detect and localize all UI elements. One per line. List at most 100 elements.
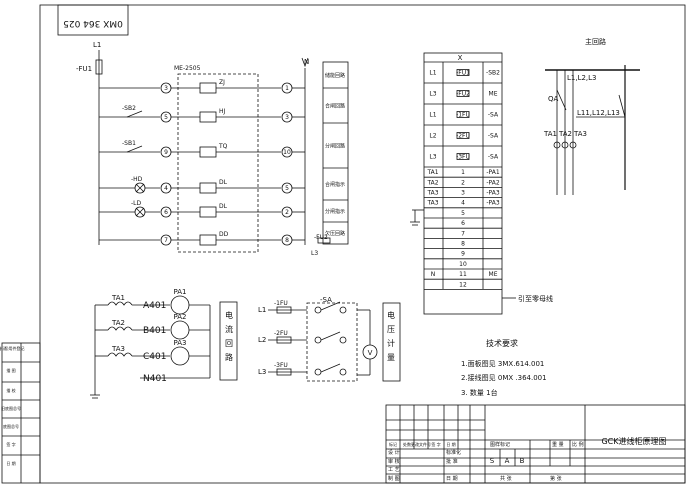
ammeter: [170, 295, 190, 315]
n401-label: N401: [143, 374, 167, 384]
ta-label: TA1: [111, 294, 125, 302]
tb-check: 审 核: [388, 458, 400, 465]
module-label: ME-2505: [174, 65, 201, 72]
pushbutton-label: -SB2: [122, 105, 136, 112]
title-block: GCK进线柜原理图 标记处数更改文件号签 字日 期 设 计 审 核 工 艺 制 …: [385, 404, 686, 484]
lamp-label: -HD: [131, 176, 143, 183]
terminal-mid: 4: [461, 200, 465, 207]
left-strip-label: 日 期: [6, 460, 15, 466]
terminal-row: 10: [424, 258, 502, 270]
current-side-char-char: 电: [225, 310, 233, 320]
main-ct-label: TA2: [558, 130, 572, 138]
terminal-right: -SA: [488, 133, 499, 140]
terminal-left: N: [431, 271, 436, 278]
ammeter-label: PA2: [173, 313, 186, 321]
current-wire-label: B401: [143, 326, 166, 336]
coil-box: [199, 82, 217, 94]
main-ct: TA1: [543, 130, 561, 149]
coil-box: [199, 206, 217, 218]
terminal-right: -SA: [488, 154, 499, 161]
function-label: 欠压回路: [325, 230, 345, 237]
tech-line-2: 2.接线图见 0MX .364.001: [461, 373, 547, 382]
function-label: 分闸指示: [325, 208, 345, 215]
lamp-label: -LD: [131, 200, 142, 207]
main-title: 主回路: [585, 37, 606, 46]
terminal-right: -SB2: [486, 70, 500, 77]
control-circuit: L1 -FU1 ME-2505 N 3ZJ15HJ39TQ104DL56DL27…: [76, 41, 349, 257]
main-ct: TA3: [569, 130, 587, 149]
ammeter-label: PA1: [173, 288, 186, 296]
tech-title: 技术要求: [486, 338, 518, 348]
coil-label: DL: [219, 203, 228, 210]
voltage-side-char-char: 电: [387, 310, 395, 320]
terminal-left: L3: [429, 91, 436, 98]
phase-label: L1: [258, 306, 266, 314]
node-right-label: 2: [285, 209, 289, 216]
fu2-label: -FU2: [314, 234, 328, 241]
node-right-label: 5: [285, 185, 289, 192]
node-left-label: 6: [164, 209, 168, 216]
current-side-char-char: 路: [225, 352, 233, 362]
terminal-fuse: [456, 111, 470, 118]
drawing-no-box: [57, 4, 129, 36]
terminal-row: 12: [424, 279, 502, 290]
function-label: 储能回路: [325, 72, 345, 79]
voltmeter-label: V: [368, 349, 373, 357]
terminal-mid: -FU1: [456, 70, 470, 77]
terminal-mid: 3: [461, 190, 465, 197]
revision-header: 更改文件号: [411, 441, 431, 447]
voltage-side-char-char: 压: [387, 325, 395, 334]
indicator-lamp: -HD: [131, 176, 146, 194]
voltage-fuse-label: -1FU: [274, 300, 288, 307]
tb-scale: 比 例: [572, 441, 584, 448]
fu1-fuse: [95, 59, 103, 75]
revision-header: 标记: [389, 441, 397, 447]
voltage-label-box: [382, 302, 401, 382]
node-right-label: 3: [285, 114, 289, 121]
indicator-lamp: -LD: [131, 200, 146, 218]
tb-weight: 重 量: [552, 441, 564, 448]
current-side-char-char: 回: [225, 339, 233, 348]
terminal-row: 6: [424, 218, 502, 229]
terminal-right: -PA3: [486, 200, 500, 207]
voltage-fuse-label: -3FU: [274, 362, 288, 369]
ta-label: TA2: [111, 319, 125, 327]
terminal-right: ME: [489, 91, 498, 98]
terminal-fuse: [456, 132, 470, 139]
coil-label: TQ: [218, 143, 228, 150]
node-left-label: 7: [164, 237, 168, 244]
terminal-left: TA2: [426, 179, 438, 186]
coil-box: [199, 111, 217, 123]
terminal-fuse: [456, 153, 470, 160]
breaker-label: QA: [548, 95, 559, 103]
terminal-mid: 9: [461, 251, 465, 258]
drawing-title: GCK进线柜原理图: [601, 436, 666, 446]
ammeter: [170, 320, 190, 340]
voltage-fuse: [276, 306, 292, 314]
left-strip-label: 签 字: [6, 441, 15, 447]
terminal-fuse: [456, 69, 470, 76]
control-row: 6 DL 2: [99, 203, 305, 218]
terminal-row: 7: [424, 228, 502, 239]
terminal-left: TA3: [426, 190, 438, 197]
voltage-side-char-char: 量: [387, 353, 395, 362]
revision-header: 签 字: [431, 441, 440, 447]
terminal-right: -PA1: [486, 169, 500, 176]
coil-label: HJ: [219, 108, 226, 115]
current-label-box: [219, 301, 238, 381]
terminal-row: L1-1FU-SA: [424, 104, 502, 126]
function-label: 分闸回路: [325, 143, 345, 150]
coil-label: ZJ: [219, 79, 225, 86]
terminal-mid: -FU2: [456, 91, 470, 98]
terminal-mid: 2: [461, 179, 465, 186]
tb-design: 设 计: [388, 449, 400, 456]
tb-draw: 制 图: [388, 475, 400, 482]
